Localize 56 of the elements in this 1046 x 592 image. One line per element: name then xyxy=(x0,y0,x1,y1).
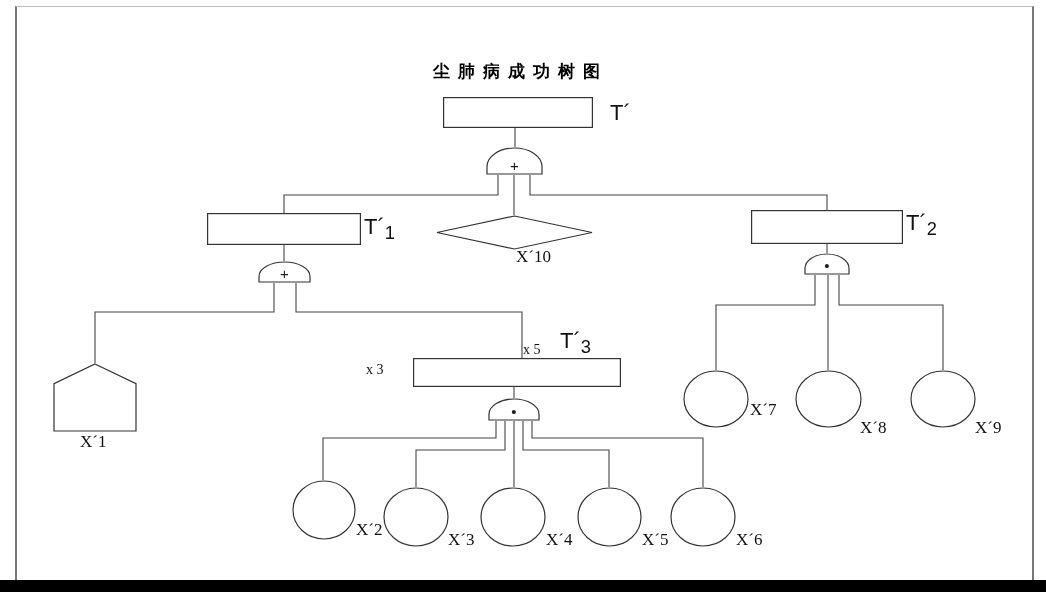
event-box xyxy=(207,213,361,245)
variable-label: x 5 xyxy=(523,342,541,358)
variable-label: x 3 xyxy=(366,362,384,378)
connector-line xyxy=(94,282,275,364)
connector-line xyxy=(295,282,523,359)
logic-gate xyxy=(486,147,543,175)
connector-line xyxy=(838,274,944,371)
event-label: X´9 xyxy=(975,418,1002,438)
basic-event-circle xyxy=(383,487,449,547)
gate-symbol: • xyxy=(510,404,518,419)
event-box xyxy=(751,210,903,244)
connector-line xyxy=(715,274,816,371)
event-label: T´ xyxy=(610,100,631,126)
connector-line xyxy=(283,244,285,262)
connector-line xyxy=(513,420,515,488)
event-label: T´$_{1}$ xyxy=(364,214,395,245)
undeveloped-event-diamond xyxy=(436,215,593,250)
connector-line xyxy=(513,386,515,399)
event-label: X´4 xyxy=(546,530,573,550)
basic-event-circle xyxy=(292,480,356,540)
logic-gate xyxy=(488,398,540,421)
connector-line xyxy=(514,127,516,148)
connector-line xyxy=(322,420,497,481)
gate-symbol: • xyxy=(823,258,831,273)
event-label: X´3 xyxy=(448,530,475,550)
connector-line xyxy=(827,274,829,371)
event-label: T´$_{3}$ xyxy=(560,328,591,359)
connector-line xyxy=(513,174,515,216)
logic-gate xyxy=(258,261,311,283)
connector-line xyxy=(826,243,828,254)
event-label: X´8 xyxy=(860,418,887,438)
gate-symbol: + xyxy=(509,158,520,173)
event-box xyxy=(413,358,621,387)
event-label: X´2 xyxy=(356,520,383,540)
logic-gate xyxy=(804,253,850,275)
event-label: X´7 xyxy=(750,400,777,420)
basic-event-circle xyxy=(795,370,862,428)
basic-event-circle xyxy=(577,487,642,547)
house-event-shape xyxy=(53,363,137,432)
connector-line xyxy=(529,174,828,211)
gate-symbol: + xyxy=(279,266,290,281)
basic-event-circle xyxy=(910,370,976,428)
basic-event-circle xyxy=(670,487,736,547)
connector-line xyxy=(283,174,499,214)
event-label: X´6 xyxy=(736,530,763,550)
event-label: X´5 xyxy=(642,530,669,550)
basic-event-circle xyxy=(480,487,546,547)
event-label: T´$_{2}$ xyxy=(906,210,937,241)
connector-line xyxy=(531,420,704,488)
diagram-title: 尘肺病成功树图 xyxy=(431,60,609,83)
event-label: X´10 xyxy=(516,247,551,267)
event-label: X´1 xyxy=(80,432,107,452)
event-box xyxy=(443,97,593,128)
connector-line xyxy=(522,420,610,488)
connector-line xyxy=(415,420,506,488)
basic-event-circle xyxy=(683,370,749,428)
